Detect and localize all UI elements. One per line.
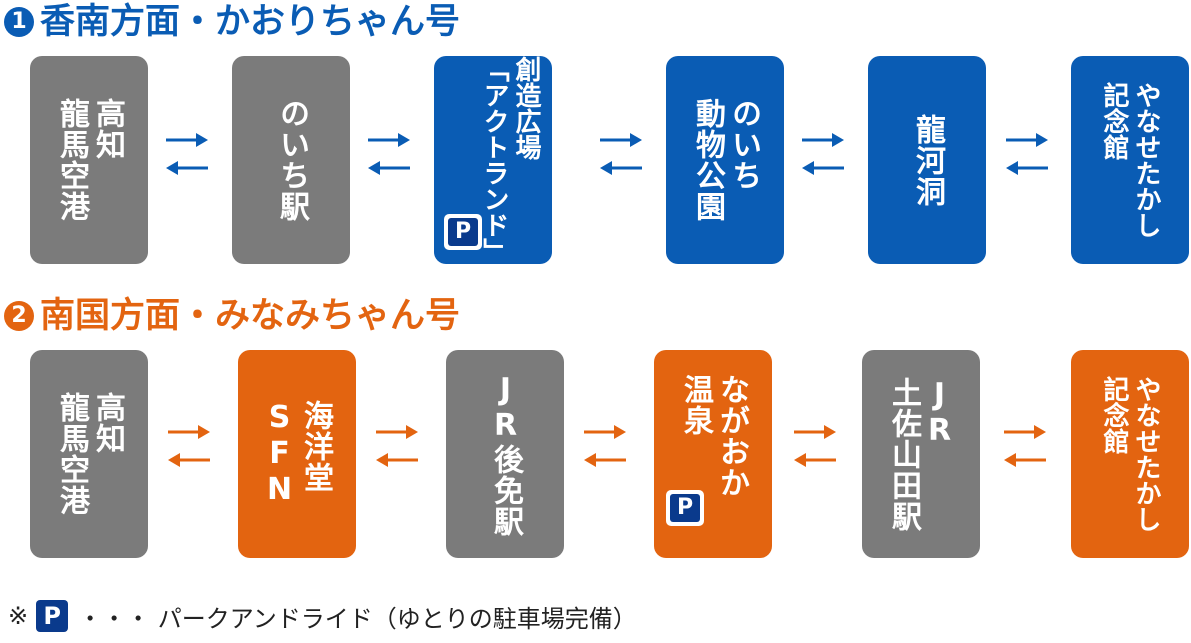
stop-label: やなせたかし 記念館 xyxy=(1099,82,1161,238)
stop-label: ながおか 温泉 xyxy=(678,374,749,498)
stop-label: JR 土佐山田駅 xyxy=(886,376,957,532)
stop-label: 龍河洞 xyxy=(910,113,945,207)
route-1-title-text: 香南方面・かおりちゃん号 xyxy=(40,2,461,42)
bidirectional-arrow-icon xyxy=(582,418,628,474)
bidirectional-arrow-icon xyxy=(374,418,420,474)
bidirectional-arrow-icon xyxy=(366,126,412,182)
bidirectional-arrow-icon xyxy=(164,126,210,182)
stop-label: のいち 動物公園 xyxy=(690,98,761,222)
stop-label: JR後免駅 xyxy=(488,371,523,537)
route-1-title: 1 香南方面・かおりちゃん号 xyxy=(4,2,460,42)
bidirectional-arrow-icon xyxy=(800,126,846,182)
stop-label: のいち駅 xyxy=(274,98,309,222)
stop-label: 高知 龍馬空港 xyxy=(54,392,125,516)
route-1-stop-airport: 高知 龍馬空港 xyxy=(30,56,148,264)
bidirectional-arrow-icon xyxy=(598,126,644,182)
route-1-stop-actland: 創造広場 「アクトランド」 P xyxy=(434,56,552,264)
legend-text: ・・・ パークアンドライド（ゆとりの駐車場完備） xyxy=(78,604,637,633)
parking-icon: P xyxy=(666,490,704,526)
legend: ※ P ・・・ パークアンドライド（ゆとりの駐車場完備） xyxy=(8,598,637,634)
stop-label: 創造広場 「アクトランド」 xyxy=(479,56,541,264)
bidirectional-arrow-icon xyxy=(166,418,212,474)
legend-mark: ※ xyxy=(8,602,29,630)
route-2-stop-nagaoka-onsen: ながおか 温泉 P xyxy=(654,350,772,558)
route-2-stop-kaiyodo-sfn: 海洋堂 SFN xyxy=(238,350,356,558)
bidirectional-arrow-icon xyxy=(1004,126,1050,182)
bidirectional-arrow-icon xyxy=(1002,418,1048,474)
route-2-title: 2 南国方面・みなみちゃん号 xyxy=(4,296,460,336)
route-1-stop-ryugado: 龍河洞 xyxy=(868,56,986,264)
parking-icon: P xyxy=(444,214,482,250)
route-2-stop-yanase-museum: やなせたかし 記念館 xyxy=(1071,350,1189,558)
route-2-stop-tosayamada-station: JR 土佐山田駅 xyxy=(862,350,980,558)
route-1-number: 1 xyxy=(4,7,34,37)
route-2-title-text: 南国方面・みなみちゃん号 xyxy=(40,296,461,336)
route-1-stop-noichi-zoo: のいち 動物公園 xyxy=(666,56,784,264)
stop-label: 高知 龍馬空港 xyxy=(54,98,125,222)
stop-label: やなせたかし 記念館 xyxy=(1099,376,1161,532)
route-1-stop-noichi-station: のいち駅 xyxy=(232,56,350,264)
parking-icon: P xyxy=(36,600,69,632)
route-2-stop-gomen-station: JR後免駅 xyxy=(446,350,564,558)
stop-label: 海洋堂 SFN xyxy=(262,400,333,508)
route-2-number: 2 xyxy=(4,301,34,331)
route-1-stop-yanase-museum: やなせたかし 記念館 xyxy=(1071,56,1189,264)
bidirectional-arrow-icon xyxy=(792,418,838,474)
route-2-stop-airport: 高知 龍馬空港 xyxy=(30,350,148,558)
